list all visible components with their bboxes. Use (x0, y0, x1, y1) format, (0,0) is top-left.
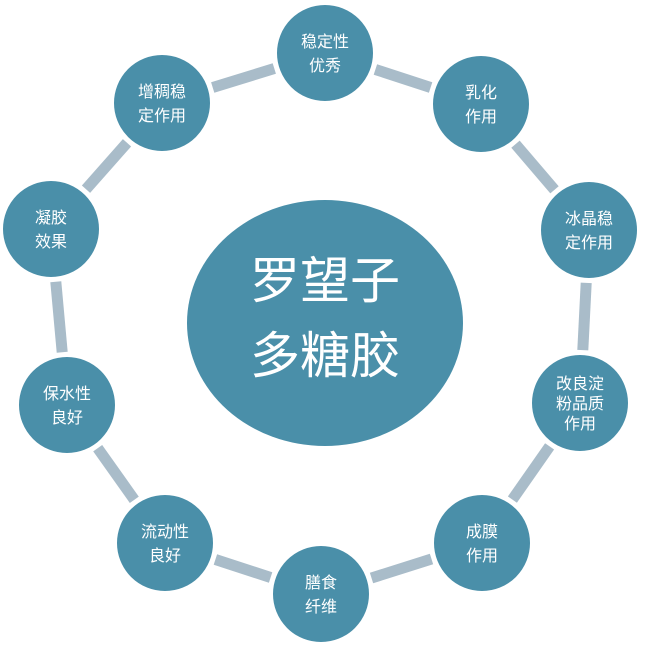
ring-segment-45 (369, 553, 434, 584)
node-label-line: 稳定性 (301, 32, 349, 51)
node-label-line: 改良淀 (556, 374, 604, 393)
ring-segment-67 (93, 445, 139, 503)
node-circle (432, 493, 532, 593)
ring-segment-56 (213, 554, 273, 583)
node-circle (539, 180, 639, 280)
node-label-line: 成膜 (466, 522, 498, 541)
node-label-line: 粉品质 (556, 394, 604, 413)
node-label-line: 作用 (466, 546, 498, 565)
node-label-line: 良好 (51, 408, 83, 427)
node-label-line: 作用 (465, 107, 497, 126)
ring-segment-01 (373, 64, 433, 93)
ring-segment-23 (577, 282, 592, 351)
node-circle (115, 493, 215, 593)
ring-segment-12 (511, 140, 559, 194)
node-circle (112, 53, 212, 153)
center-title-line-1: 罗望子 (250, 252, 400, 310)
node-circle (530, 353, 630, 453)
node-label-line: 优秀 (309, 56, 341, 75)
node-circle (431, 54, 531, 154)
node-circle (1, 179, 101, 279)
ring-segment-90 (211, 63, 276, 93)
node-label-line: 膳食 (305, 573, 337, 592)
node-label-line: 凝胶 (35, 208, 67, 227)
ring-segment-78 (50, 281, 68, 353)
node-circle (17, 355, 117, 455)
node-label-line: 纤维 (305, 597, 337, 616)
node-circle (271, 544, 371, 644)
node-label-line: 良好 (149, 546, 181, 565)
ring-segment-34 (507, 443, 555, 503)
connector-ring (50, 63, 592, 584)
ring-segment-89 (81, 139, 132, 193)
center-circle (187, 200, 463, 446)
center-node: 罗望子 多糖胶 (187, 200, 463, 446)
property-nodes: 稳定性优秀乳化作用冰晶稳定作用改良淀粉品质作用成膜作用膳食纤维流动性良好保水性良… (1, 3, 639, 644)
node-label-line: 增稠稳 (138, 82, 186, 101)
node-circle (275, 3, 375, 103)
node-label-line: 效果 (35, 232, 67, 251)
node-label-line: 定作用 (138, 106, 186, 125)
node-label-line: 流动性 (141, 522, 189, 541)
node-label-line: 作用 (564, 414, 596, 433)
node-label-line: 定作用 (565, 233, 613, 252)
node-label-line: 保水性 (43, 384, 91, 403)
center-title-line-2: 多糖胶 (250, 327, 400, 385)
node-label-line: 冰晶稳 (565, 209, 613, 228)
node-label-line: 乳化 (465, 83, 497, 102)
